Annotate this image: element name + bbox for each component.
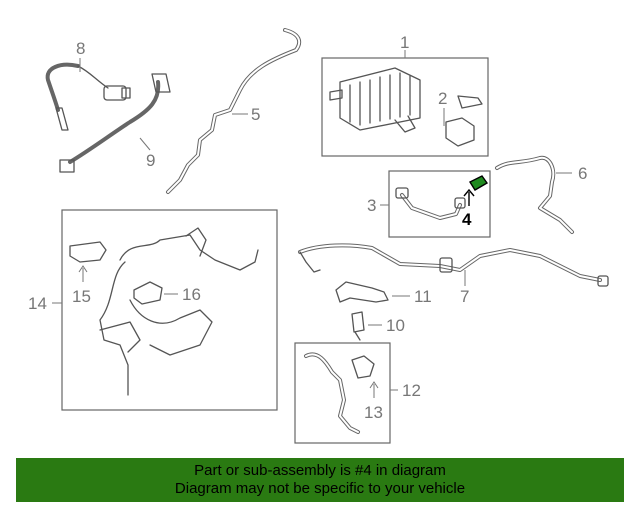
parts-diagram: 1 2 3 4 5 6 7 8 9 10 11 12 13 14 15 16 — [28, 28, 609, 444]
part-13-clip — [351, 355, 379, 398]
callout-1: 1 — [400, 33, 409, 52]
part-1-canister — [329, 67, 421, 133]
part-7-vapor-line — [298, 243, 609, 287]
callout-5: 5 — [251, 105, 260, 124]
callout-14: 14 — [28, 294, 47, 313]
callout-12: 12 — [402, 381, 421, 400]
banner-line-2: Diagram may not be specific to your vehi… — [174, 480, 466, 497]
part-4-highlighted — [463, 175, 489, 206]
part-16-bracket — [133, 281, 178, 305]
callout-9: 9 — [146, 151, 155, 170]
callout-8: 8 — [76, 39, 85, 58]
callout-15: 15 — [72, 287, 91, 306]
part-8-sensor — [45, 58, 131, 131]
callout-6: 6 — [578, 164, 587, 183]
callout-2: 2 — [438, 89, 447, 108]
callout-10: 10 — [386, 316, 405, 335]
part-15-clip — [69, 241, 107, 282]
group-box-3 — [388, 170, 491, 238]
group-box-14 — [61, 209, 278, 411]
callout-16: 16 — [182, 285, 201, 304]
callout-7: 7 — [460, 287, 469, 306]
group-box-12 — [294, 342, 391, 444]
part-10-sensor — [351, 311, 382, 341]
callout-13: 13 — [364, 403, 383, 422]
part-12-hose — [304, 352, 360, 434]
callout-4: 4 — [462, 210, 472, 229]
part-5-vapor-tube — [166, 28, 302, 194]
part-3-hose — [395, 187, 466, 220]
callout-11: 11 — [414, 287, 432, 306]
part-14-harness — [99, 227, 259, 396]
banner-line-1: Part or sub-assembly is #4 in diagram — [194, 462, 446, 479]
part-9-sensor-wire — [59, 73, 171, 173]
part-2-valve — [443, 95, 483, 147]
callout-3: 3 — [367, 196, 376, 215]
part-11-sensor — [335, 281, 410, 303]
info-banner: Part or sub-assembly is #4 in diagram Di… — [16, 458, 624, 502]
part-6-tube — [495, 155, 574, 234]
